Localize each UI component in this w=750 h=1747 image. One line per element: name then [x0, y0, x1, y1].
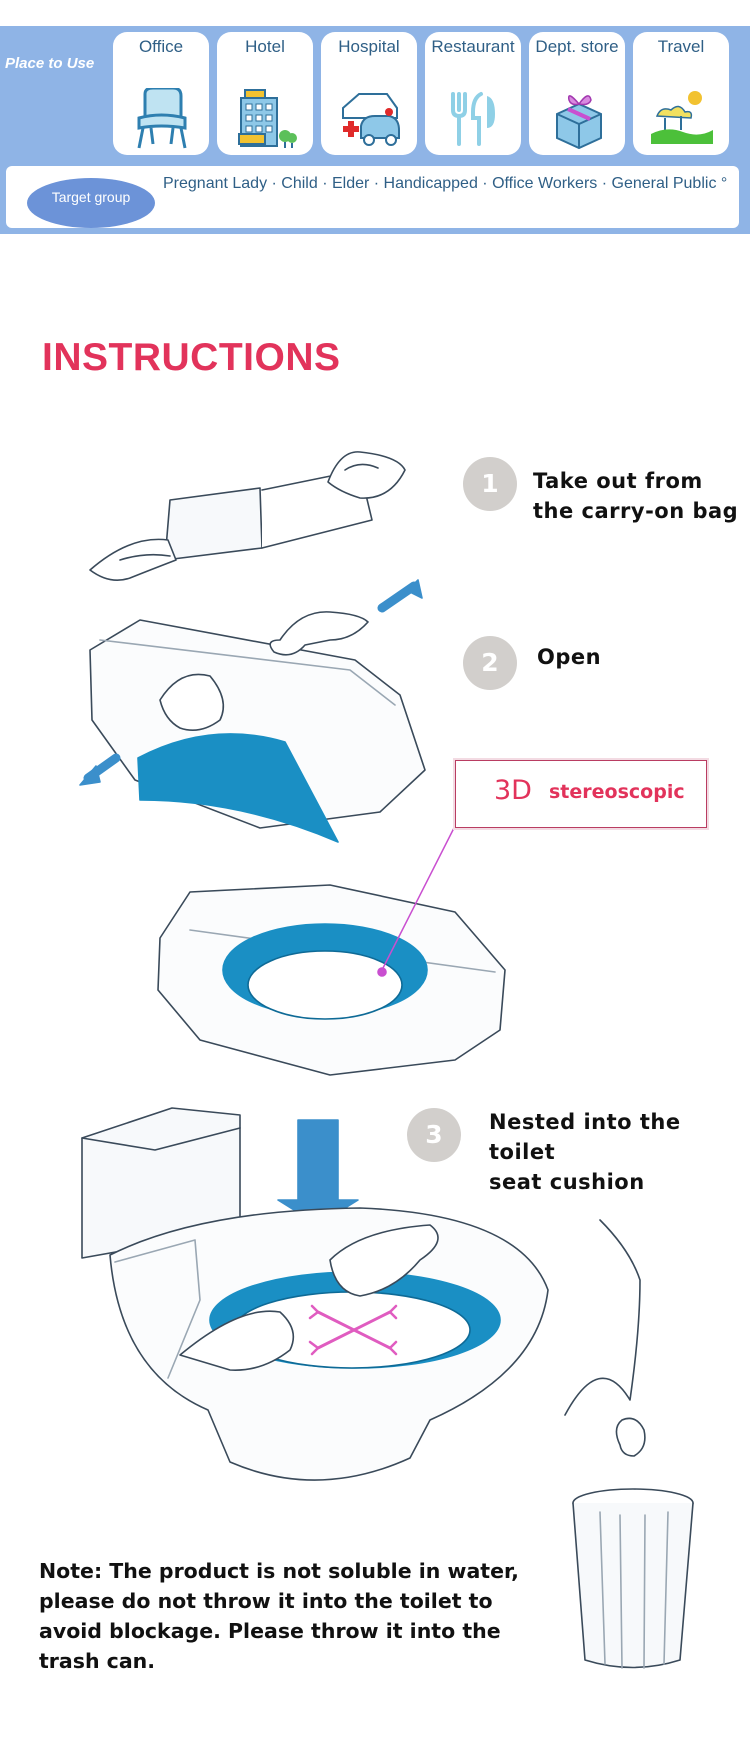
place-card-dept-store: Dept. store: [529, 32, 625, 155]
step-2-number: 2: [463, 636, 517, 690]
place-to-use-banner: Place to Use Office Hotel Hospital: [0, 26, 750, 234]
travel-landscape-icon: [651, 91, 713, 144]
step-3-text: Nested into the toilet seat cushion: [489, 1110, 681, 1194]
step-1-number: 1: [463, 457, 517, 511]
toilet-illustration: [81, 1107, 549, 1481]
step-2-text: Open: [537, 645, 602, 669]
disposal-note: Note: The product is not soluble in wate…: [39, 1559, 519, 1673]
place-card-restaurant: Restaurant: [425, 32, 521, 155]
hospital-ambulance-icon: [342, 93, 400, 146]
target-group-strip: Target group Pregnant Lady · Child · Eld…: [6, 166, 739, 228]
step1-illustration: [89, 451, 406, 581]
instructions-title: INSTRUCTIONS: [42, 336, 341, 379]
fork-knife-icon: [451, 92, 495, 146]
gift-box-icon: [556, 95, 602, 150]
place-to-use-label: Place to Use: [5, 55, 95, 72]
chair-icon: [137, 88, 187, 149]
stereoscopic-callout: 3D stereoscopic: [455, 760, 707, 828]
callout-3d: 3D: [494, 775, 532, 806]
place-card-hospital: Hospital: [321, 32, 417, 155]
trash-can-illustration: [564, 1219, 694, 1669]
place-label-restaurant: Restaurant: [431, 37, 515, 56]
place-card-office: Office: [113, 32, 209, 155]
place-label-office: Office: [138, 37, 184, 56]
opened-seat-cover: [157, 884, 506, 1076]
hotel-building-icon: [238, 89, 297, 148]
place-card-travel: Travel: [633, 32, 729, 155]
place-label-dept-store: Dept. store: [535, 37, 619, 56]
callout-stereoscopic: stereoscopic: [549, 781, 685, 803]
place-label-hospital: Hospital: [338, 37, 400, 56]
place-card-hotel: Hotel: [217, 32, 313, 155]
step2-illustration: [89, 611, 426, 843]
step-3-number: 3: [407, 1108, 461, 1162]
place-label-travel: Travel: [657, 37, 705, 56]
place-label-hotel: Hotel: [245, 37, 285, 56]
step-1-text: Take out from the carry-on bag: [533, 469, 739, 523]
target-group-badge: Target group: [27, 178, 155, 228]
target-group-list: Pregnant Lady · Child · Elder · Handicap…: [163, 175, 728, 192]
